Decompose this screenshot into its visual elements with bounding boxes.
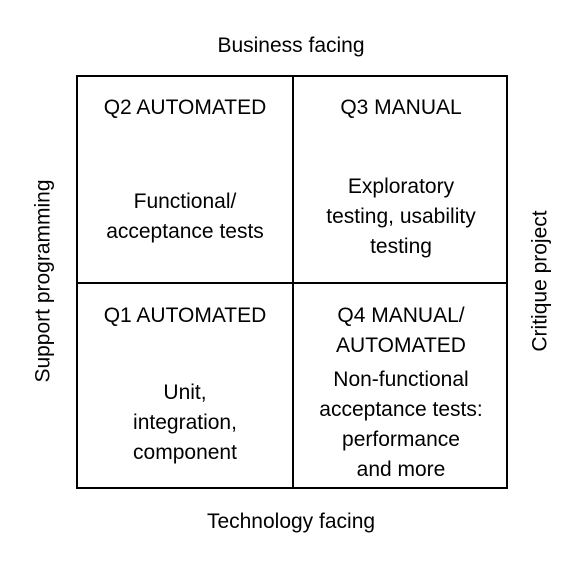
q4-body-line: acceptance tests: [319,398,483,421]
q4-body-line: performance [342,428,460,451]
q3-body-line: testing [370,235,432,258]
q3-body-line: testing, usability [326,205,476,228]
quadrant-q1: Q1 AUTOMATED Unit, integration, componen… [78,284,292,487]
quadrant-q4: Q4 MANUAL/ AUTOMATED Non-functional acce… [294,284,508,487]
quadrant-q3: Q3 MANUAL Exploratory testing, usability… [294,77,508,282]
q3-title-line: Q3 MANUAL [340,96,462,119]
q2-body-line: Functional/ [133,190,237,213]
quadrant-q2-body: Functional/ acceptance tests [78,187,292,247]
quadrant-q2: Q2 AUTOMATED Functional/ acceptance test… [78,77,292,282]
q4-title-line: Q4 MANUAL/ [337,304,465,327]
q1-title-line: Q1 AUTOMATED [103,304,267,327]
quadrant-q4-body: Non-functional acceptance tests: perform… [294,365,508,485]
q3-body-line: Exploratory [347,175,455,198]
quadrant-q3-body: Exploratory testing, usability testing [294,172,508,262]
axis-label-bottom: Technology facing [206,510,376,533]
quadrant-grid: Q2 AUTOMATED Functional/ acceptance test… [76,75,508,489]
axis-label-left: Support programming [31,179,55,383]
quadrant-q1-title: Q1 AUTOMATED [78,301,292,331]
q2-title-line: Q2 AUTOMATED [103,96,267,119]
axis-label-top: Business facing [217,34,365,57]
q4-body-line: Non-functional [333,368,469,391]
quadrant-q1-body: Unit, integration, component [78,378,292,468]
q1-body-line: Unit, [163,381,207,404]
q1-body-line: component [133,441,237,464]
axis-label-right: Critique project [528,210,552,352]
quadrant-q3-title: Q3 MANUAL [294,93,508,123]
q4-title-line: AUTOMATED [336,334,466,357]
q2-body-line: acceptance tests [106,220,264,243]
quadrant-q4-title: Q4 MANUAL/ AUTOMATED [294,301,508,361]
q1-body-line: integration, [133,411,237,434]
horizontal-divider [78,282,506,284]
q4-body-line: and more [356,458,446,481]
quadrant-q2-title: Q2 AUTOMATED [78,93,292,123]
